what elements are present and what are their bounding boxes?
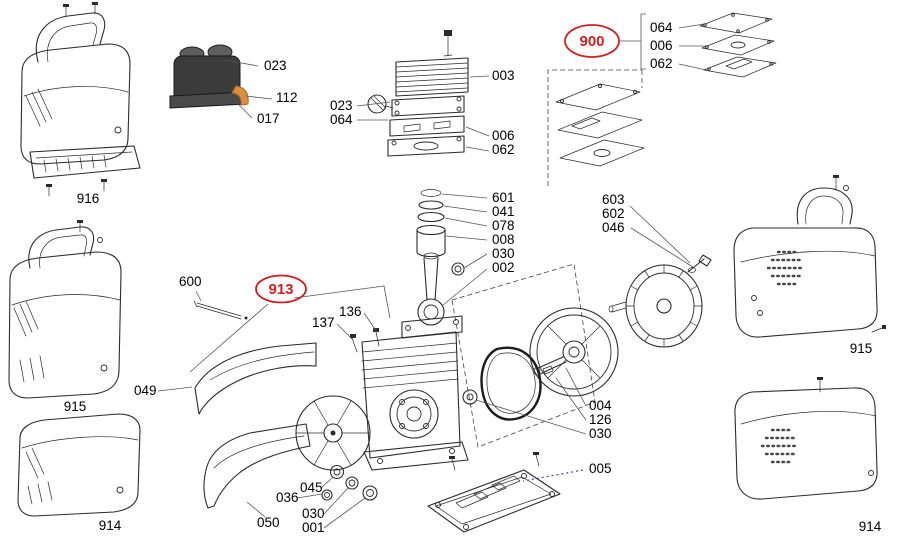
bolt-icon [444,30,452,36]
circlip-icon [420,189,442,197]
ribbed-wheel-icon [625,264,703,348]
part-label-036: 036 [276,490,299,505]
base-plate-drawing [427,452,584,533]
screw-icon [817,377,823,380]
part-label-023-coil: 023 [264,58,287,73]
screw-icon [533,452,539,455]
part-label-601: 601 [492,190,515,205]
part-label-003: 003 [492,68,515,83]
part-label-914-right: 914 [859,519,882,534]
part-label-004: 004 [589,398,612,413]
tie-rod-drawing [193,290,248,320]
screw-icon [350,334,356,338]
nut-icon [321,489,333,501]
seal-icon [362,485,378,501]
part-label-062-kit: 062 [650,56,673,71]
wrist-pin-icon [451,262,465,276]
part-label-030-crank: 030 [589,426,612,441]
screw-icon [46,184,52,187]
cover-915-left-drawing [8,220,122,399]
belt-icon [480,346,542,421]
part-label-915-left: 915 [64,399,87,414]
kit-900-group: 900 [564,12,777,78]
part-label-064-gasket: 064 [330,112,353,127]
flywheel-group-drawing [451,263,703,448]
ignition-coil-drawing [169,44,273,119]
part-label-603: 603 [602,192,625,207]
part-label-049: 049 [134,383,157,398]
valve-kit-dashed-region [547,69,645,186]
screw-icon [63,4,69,7]
kit-900-label[interactable]: 900 [579,33,604,50]
part-label-136: 136 [339,304,362,319]
bolt-head-icon [698,254,712,267]
cylinder-head-drawing [356,30,490,157]
screw-icon [449,456,455,459]
part-label-030-front: 030 [302,506,325,521]
shroud-upper-icon [194,342,317,415]
screw-icon [833,175,839,178]
part-label-050: 050 [257,515,280,530]
crankcase-drawing [336,312,478,471]
shroud-lower-icon [203,423,311,509]
part-label-006: 006 [492,128,515,143]
bearing-icon [345,476,359,490]
part-label-916-left: 916 [77,191,100,206]
part-label-915-right: 915 [850,341,873,356]
cover-915-right-drawing [733,175,886,338]
screw-icon [882,325,886,329]
washer-icon [329,464,345,480]
vent-dots [766,250,804,286]
elbow-fitting-icon [231,85,249,106]
piston-assembly-drawing [416,189,488,326]
kit-900-oval[interactable] [564,24,620,58]
cover-914-left-drawing [17,413,141,517]
kit-913-group: 913 [157,274,391,529]
flywheel-icon [529,307,619,397]
part-label-001: 001 [302,520,325,535]
leader-dotted [522,469,584,482]
kit-913-oval[interactable] [255,274,307,304]
bearing-icon [462,389,478,405]
fan-bolt-drawing [629,205,712,273]
piston-ring-icon [418,200,444,210]
vent-dots [760,428,798,464]
part-label-041: 041 [492,204,515,219]
cover-914-right-drawing [734,377,878,500]
part-label-005: 005 [589,461,612,476]
kit-913-label[interactable]: 913 [268,281,293,298]
shaft-key-icon [542,365,554,375]
rod-big-end-icon [417,298,445,326]
part-label-006-kit: 006 [650,38,673,53]
part-label-137: 137 [312,315,335,330]
part-label-030-pin: 030 [492,246,515,261]
part-label-023-gasket: 023 [330,98,353,113]
screw-icon [77,220,83,223]
part-label-045: 045 [300,480,323,495]
part-label-078: 078 [492,218,515,233]
part-label-062: 062 [492,142,515,157]
part-label-017: 017 [257,111,280,126]
part-label-046: 046 [602,220,625,235]
part-label-600: 600 [179,274,202,289]
part-label-112: 112 [276,90,298,105]
part-label-064-kit: 064 [650,20,673,35]
part-label-002: 002 [492,260,515,275]
part-label-914-left: 914 [99,518,122,533]
cover-916-drawing [20,2,141,197]
part-label-126: 126 [589,412,612,427]
screw-icon [101,179,107,182]
piston-ring-icon [417,211,445,223]
screw-icon [92,2,98,5]
filter-knob-icon [367,94,387,114]
part-label-602: 602 [602,206,625,221]
part-label-008: 008 [492,232,515,247]
